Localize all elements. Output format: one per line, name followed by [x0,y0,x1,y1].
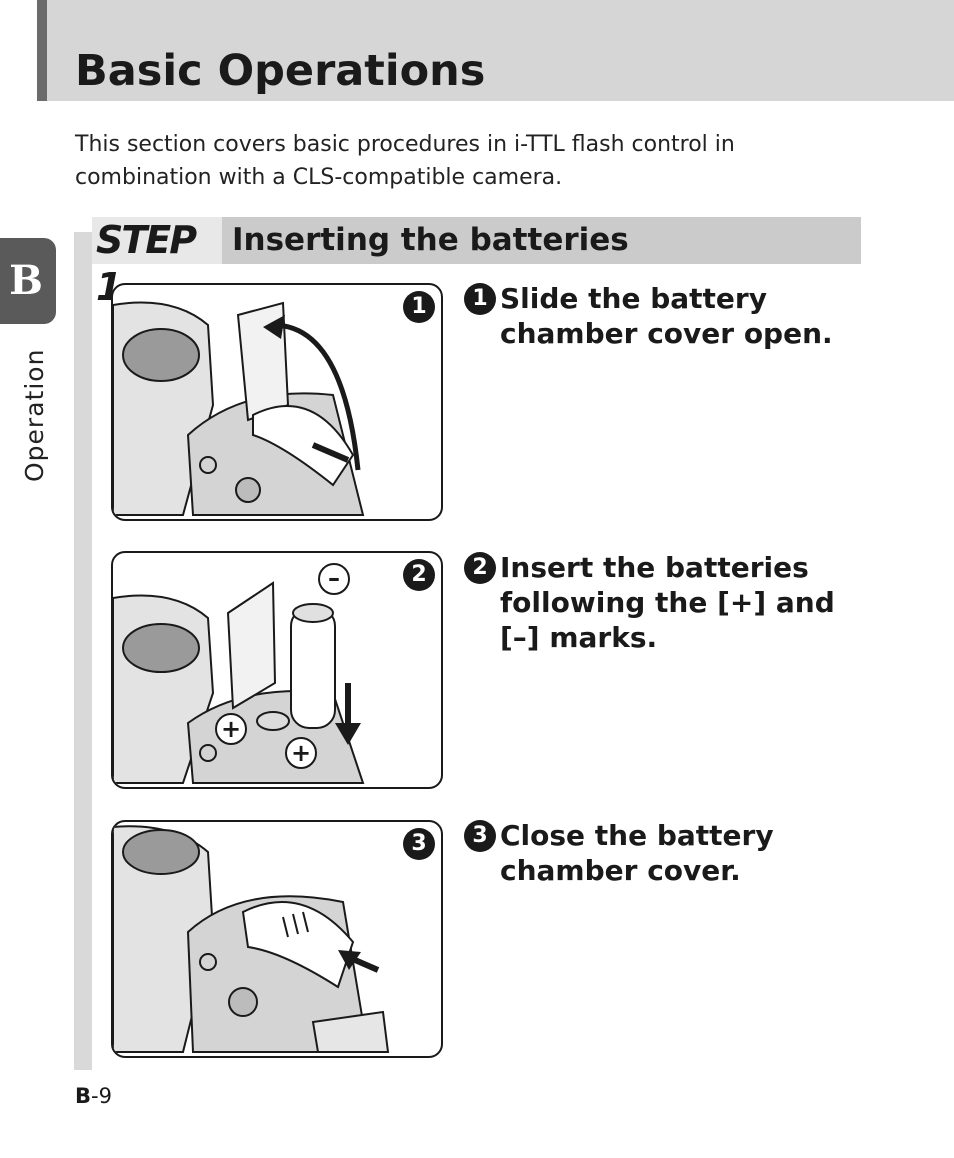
section-label: Operation [20,348,49,482]
side-rail [74,232,92,1070]
chapter-tab [0,238,56,324]
instruction-number: 2 [464,552,496,584]
instruction-text: Close the battery chamber cover. [500,819,774,887]
page-number-letter: B [75,1084,92,1108]
step-badge: STEP 1 [92,217,222,309]
header-edge [37,0,47,101]
illustration-insert-batteries: – + + 2 [111,551,443,789]
illustration-open-cover: 1 [111,283,443,521]
step-number-badge: 1 [403,291,435,323]
page-number: B-9 [75,1084,112,1108]
header-band [37,0,954,101]
step-number-badge: 2 [403,559,435,591]
plus-mark-icon: + [215,713,247,745]
chapter-letter: B [9,257,43,304]
flash-unit-illustration [113,301,365,516]
instruction-number: 3 [464,820,496,852]
flash-unit-illustration [113,825,390,1053]
instruction-number: 1 [464,283,496,315]
flash-unit-illustration [113,581,365,784]
page-number-suffix: -9 [91,1084,112,1108]
step-number-badge: 3 [403,828,435,860]
intro-paragraph: This section covers basic procedures in … [75,132,735,190]
instruction-text: Slide the battery chamber cover open. [500,282,833,350]
plus-mark-icon: + [285,737,317,769]
illustration-close-cover: 3 [111,820,443,1058]
minus-mark-icon: – [318,563,350,595]
step-title: Inserting the batteries [232,222,629,258]
instruction-text: Insert the batteries following the [+] a… [500,551,835,654]
page-title: Basic Operations [75,46,486,96]
